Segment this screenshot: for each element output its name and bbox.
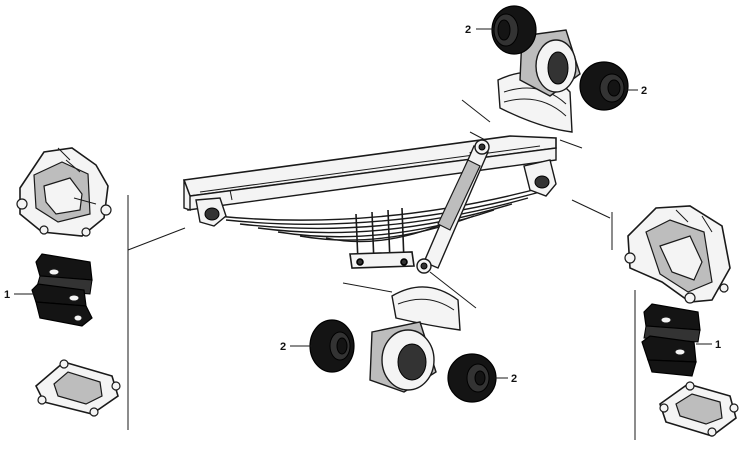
callout-left-pad: 1: [4, 289, 10, 301]
right-rubber-pad: [641, 303, 701, 377]
bottom-shock-eye: [391, 286, 461, 331]
projection-lines: [127, 99, 636, 440]
left-rubber-pad: [31, 253, 93, 327]
shock-absorber: [416, 139, 490, 274]
left-spring-hanger: [195, 197, 227, 227]
leaf-spring: [215, 185, 549, 243]
callout-bottom-left-bushing: 2: [280, 341, 286, 353]
bottom-right-rubber-bushing: [447, 353, 497, 403]
callout-bottom-right-bushing: 2: [511, 373, 517, 385]
callout-right-pad: 1: [715, 339, 721, 351]
right-bottom-plate: [659, 381, 739, 437]
top-right-rubber-bushing: [579, 61, 629, 111]
top-left-rubber-bushing: [491, 5, 537, 55]
u-bolts: [349, 207, 415, 269]
callout-top-right-bushing: 2: [641, 85, 647, 97]
bottom-steel-sleeve: [369, 321, 437, 393]
bottom-left-rubber-bushing: [309, 319, 355, 373]
right-top-bracket: [624, 205, 731, 304]
frame-beam: [182, 135, 557, 211]
callout-top-left-bushing: 2: [465, 24, 471, 36]
left-top-bracket: [16, 147, 112, 237]
top-steel-sleeve: [519, 29, 581, 97]
right-spring-hanger: [523, 159, 557, 197]
callout-leaders: [14, 28, 712, 379]
left-bottom-plate: [35, 359, 121, 417]
